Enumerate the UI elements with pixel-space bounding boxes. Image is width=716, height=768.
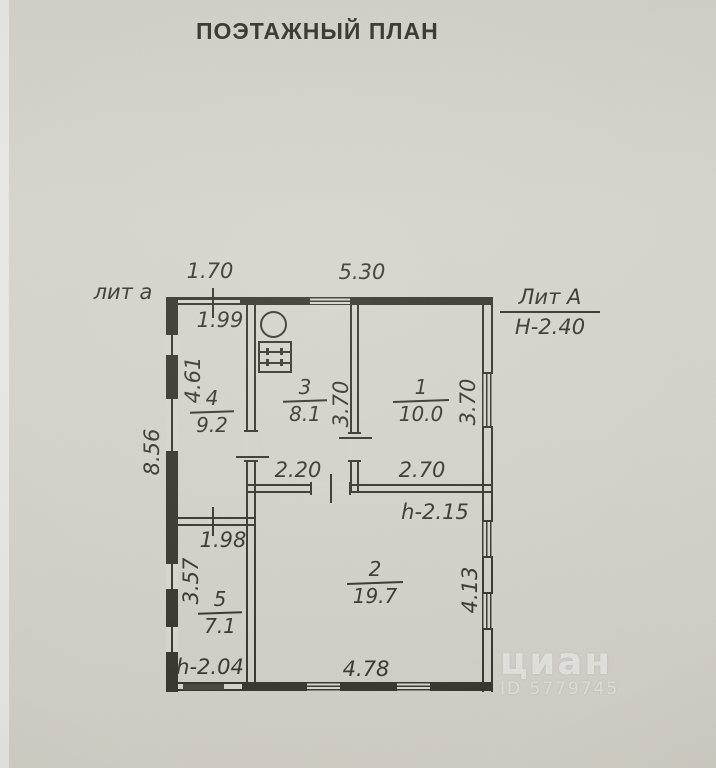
window-bottom-room2-a: [305, 682, 342, 691]
window-bottom-room2-b: [395, 682, 432, 691]
window-right-room2-a: [482, 520, 493, 558]
dim-room1-right: 3.70: [456, 378, 480, 426]
dim-overall-height: 8.56: [140, 428, 164, 476]
dim-top-main: 5.30: [338, 260, 386, 284]
main-building-height: Н-2.40: [514, 315, 586, 339]
window-right-room2-b: [482, 592, 493, 630]
wall-top-annex-double-line: [178, 300, 240, 303]
dim-top-annex: 1.70: [186, 259, 234, 283]
room-1-area: 10.0: [398, 402, 444, 426]
room-2-label: 2 19.7: [345, 559, 405, 607]
tick-door-room1: [339, 437, 372, 439]
watermark: циан ID 5779745: [500, 640, 620, 699]
stove-icon: [258, 341, 292, 373]
room-3-label: 3 8.1: [275, 377, 335, 425]
wall-right: [482, 297, 493, 692]
page-title: ПОЭТАЖНЫЙ ПЛАН: [196, 18, 439, 44]
dim-room1-bottom: 2.70: [398, 458, 446, 482]
room-1-number: 1: [414, 375, 428, 399]
window-right-room1: [482, 372, 493, 428]
dim-room2-ceiling: h-2.15: [401, 500, 469, 524]
main-building-liter: Лит А: [500, 285, 600, 313]
main-building-label: Лит А Н-2.40: [500, 285, 600, 339]
room-3-number: 3: [298, 375, 312, 399]
dim-room4-top: 1.99: [196, 308, 244, 332]
room-4-area: 9.2: [196, 413, 228, 437]
window-left-2: [166, 398, 178, 452]
window-left-1: [166, 334, 178, 356]
watermark-id: ID 5779745: [500, 679, 620, 699]
dim-room2-right: 4.13: [458, 566, 482, 614]
room-5-label: 5 7.1: [190, 589, 250, 637]
room-3-area: 8.1: [289, 402, 321, 426]
window-top-kitchen: [308, 297, 352, 305]
dim-room3-right: 3.70: [329, 380, 353, 428]
dim-room5-top: 1.98: [199, 528, 247, 552]
wall-top-rooms-room2: [246, 484, 493, 493]
room-1-label: 1 10.0: [391, 377, 451, 425]
room-2-number: 2: [368, 557, 382, 581]
dim-room5-ceiling: h-2.04: [176, 655, 244, 679]
window-left-4: [166, 626, 178, 653]
dim-room3-bottom: 2.20: [274, 458, 322, 482]
room-5-area: 7.1: [204, 614, 236, 638]
room-4-label: 4 9.2: [182, 388, 242, 436]
sink-circle-icon: [260, 311, 287, 338]
watermark-brand: циан: [500, 640, 612, 683]
window-bottom-room5: [183, 684, 224, 690]
room-5-number: 5: [213, 587, 227, 611]
window-left-3: [166, 563, 178, 590]
dim-room2-bottom: 4.78: [342, 657, 390, 681]
room-2-area: 19.7: [352, 584, 398, 608]
room-4-number: 4: [205, 386, 219, 410]
tick-door-room4: [236, 456, 269, 458]
wall-room4-room5: [166, 517, 256, 526]
annex-label: лит а: [93, 280, 153, 304]
